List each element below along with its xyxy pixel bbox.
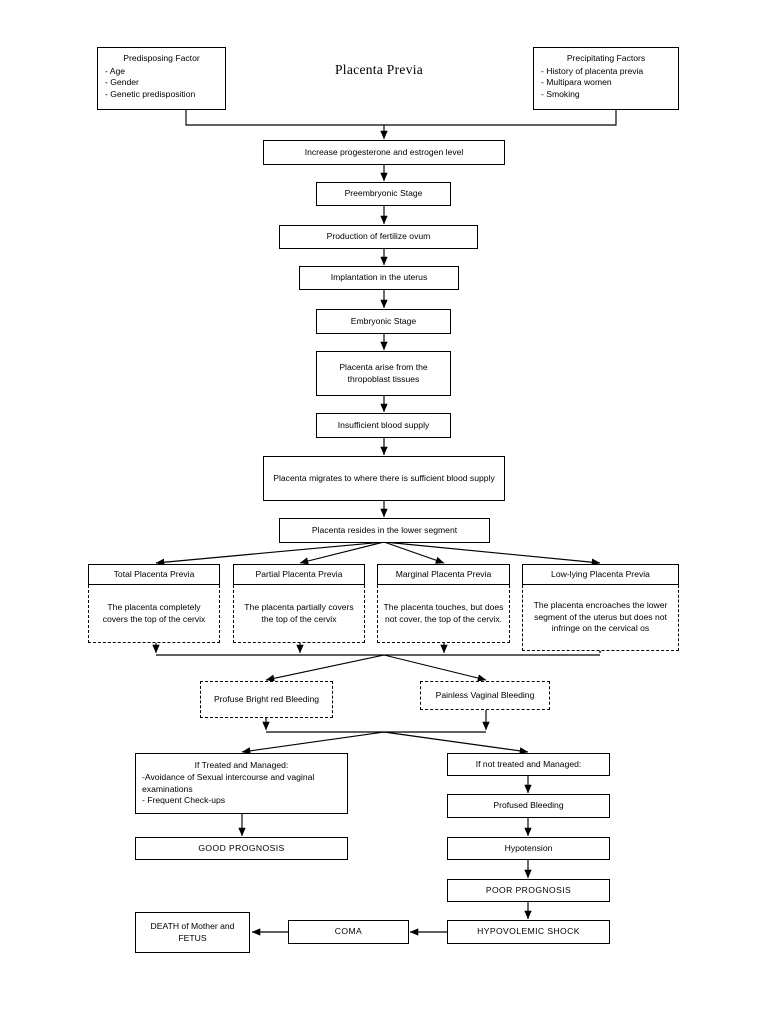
wire-bus-to-profuse xyxy=(265,654,385,682)
predisposing-heading: Predisposing Factor xyxy=(123,53,200,63)
predisposing-factor-box: Predisposing Factor - Age - Gender - Gen… xyxy=(97,47,226,110)
precipitating-heading: Precipitating Factors xyxy=(566,53,646,63)
treated-heading: If Treated and Managed: xyxy=(194,760,289,771)
page-title: Placenta Previa xyxy=(335,62,424,77)
untreated-step-poor-prognosis: POOR PROGNOSIS xyxy=(447,879,610,902)
chain-node-placenta-migrates: Placenta migrates to where there is suff… xyxy=(263,456,505,501)
wire-bus-to-treated xyxy=(241,731,385,755)
outcome-good-prognosis: GOOD PROGNOSIS xyxy=(135,837,348,860)
wire-fan-partial xyxy=(299,541,385,565)
wire-fan-total xyxy=(155,541,385,566)
wire-fan-marginal xyxy=(383,541,445,564)
chain-node-embryonic-stage: Embryonic Stage xyxy=(316,309,451,334)
wire-fan-lowlying xyxy=(383,541,601,566)
predisposing-item-3: - Genetic predisposition xyxy=(105,88,196,99)
branch-body-partial: The placenta partially covers the top of… xyxy=(233,585,365,643)
predisposing-item-2: - Gender xyxy=(105,77,139,88)
terminal-node-coma: COMA xyxy=(288,920,409,944)
chain-node-insufficient-blood: Insufficient blood supply xyxy=(316,413,451,438)
wire-precipitating-bus xyxy=(384,110,617,126)
wire-predisposing-bus xyxy=(185,110,384,126)
chain-node-lower-segment: Placenta resides in the lower segment xyxy=(279,518,490,543)
predisposing-item-1: - Age xyxy=(105,65,126,76)
untreated-step-hypovolemic-shock: HYPOVOLEMIC SHOCK xyxy=(447,920,610,944)
chain-node-fertilize-ovum: Production of fertilize ovum xyxy=(279,225,478,249)
branch-head-total: Total Placenta Previa xyxy=(88,564,220,585)
bleeding-box-painless: Painless Vaginal Bleeding xyxy=(420,681,550,710)
chain-node-preembryonic-stage: Preembryonic Stage xyxy=(316,182,451,206)
branch-head-lowlying: Low-lying Placenta Previa xyxy=(522,564,679,585)
chain-node-placenta-arise: Placenta arise from the thropoblast tiss… xyxy=(316,351,451,396)
untreated-box: If not treated and Managed: xyxy=(447,753,610,776)
wire-bus-to-painless xyxy=(383,654,487,682)
precipitating-item-1: - History of placenta previa xyxy=(541,65,644,76)
bleeding-box-profuse: Profuse Bright red Bleeding xyxy=(200,681,333,718)
untreated-step-profused-bleeding: Profused Bleeding xyxy=(447,794,610,818)
wire-bus-to-untreated xyxy=(383,731,529,755)
untreated-step-hypotension: Hypotension xyxy=(447,837,610,860)
precipitating-item-3: - Smoking xyxy=(541,88,580,99)
branch-head-partial: Partial Placenta Previa xyxy=(233,564,365,585)
treated-item-2: - Frequent Check-ups xyxy=(142,795,226,806)
chain-node-increase-hormones: Increase progesterone and estrogen level xyxy=(263,140,505,165)
treated-box: If Treated and Managed: -Avoidance of Se… xyxy=(135,753,348,814)
precipitating-item-2: - Multipara women xyxy=(541,77,612,88)
terminal-node-death: DEATH of Mother and FETUS xyxy=(135,912,250,953)
branch-body-total: The placenta completely covers the top o… xyxy=(88,585,220,643)
treated-item-1: -Avoidance of Sexual intercourse and vag… xyxy=(142,771,315,794)
branch-body-marginal: The placenta touches, but does not cover… xyxy=(377,585,510,643)
branch-head-marginal: Marginal Placenta Previa xyxy=(377,564,510,585)
precipitating-factors-box: Precipitating Factors - History of place… xyxy=(533,47,679,110)
branch-body-lowlying: The placenta encroaches the lower segmen… xyxy=(522,585,679,651)
chain-node-implantation: Implantation in the uterus xyxy=(299,266,459,290)
